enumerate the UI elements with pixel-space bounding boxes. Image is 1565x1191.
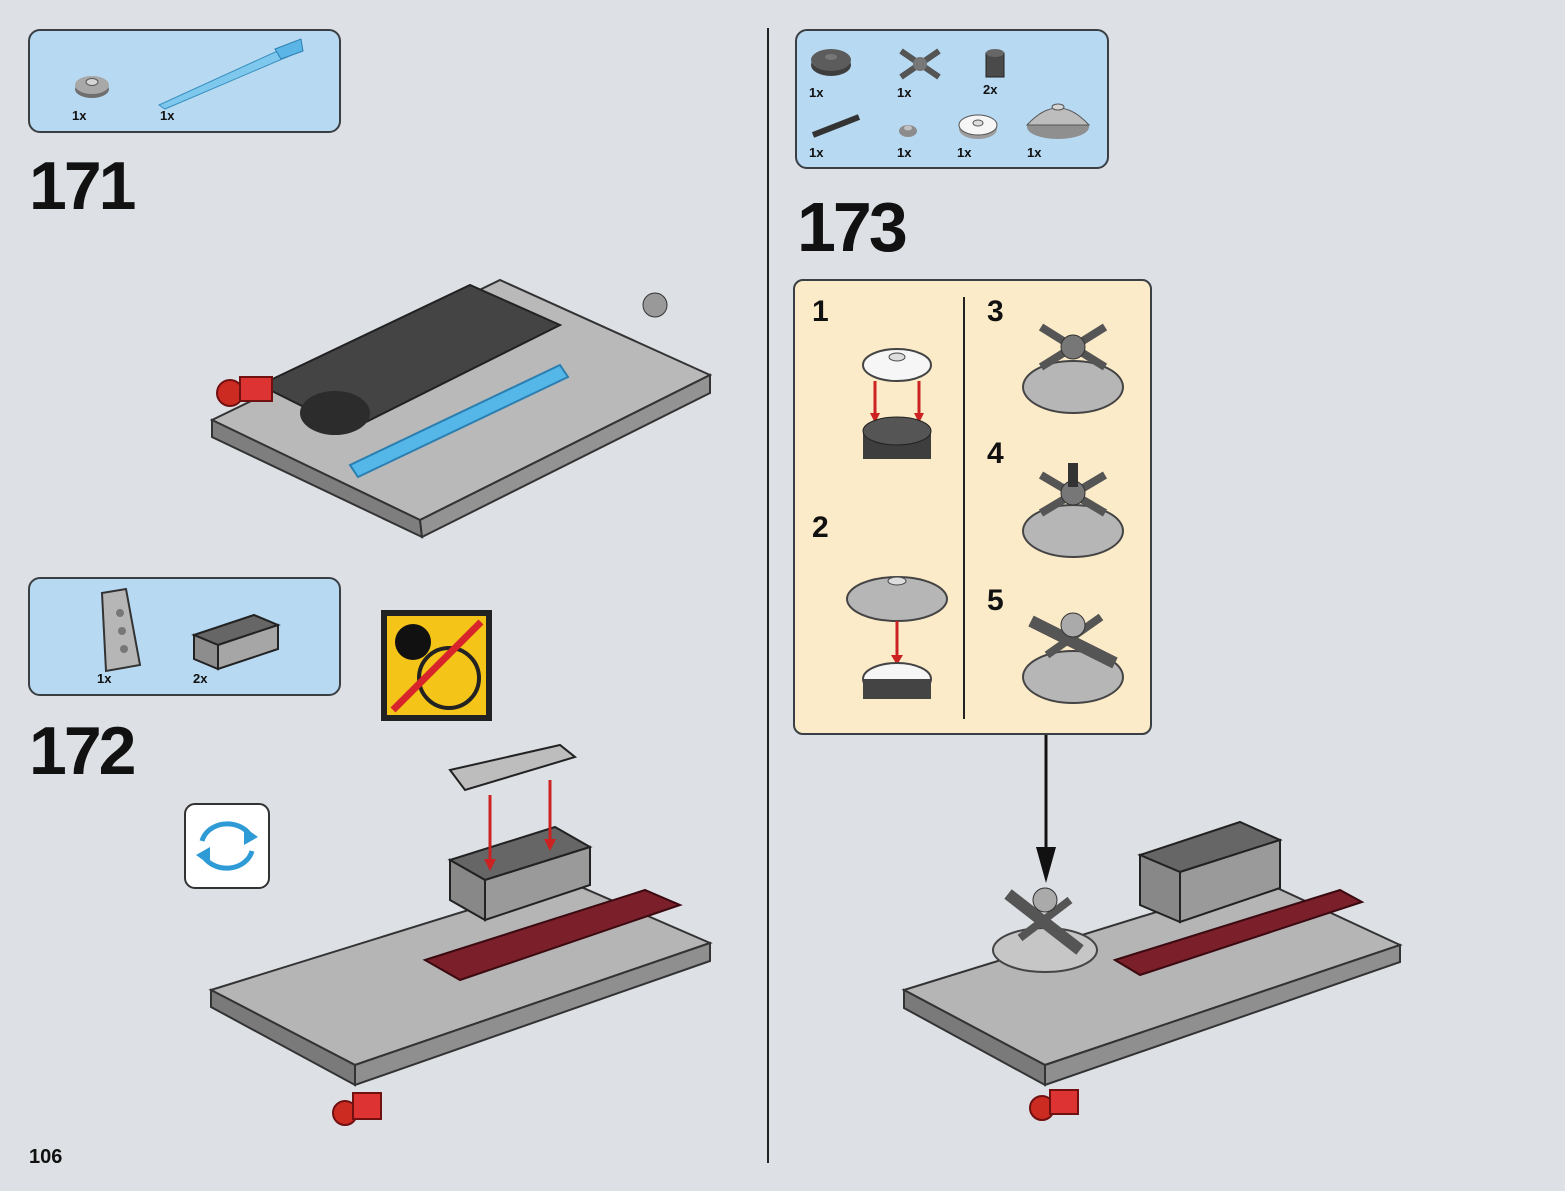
substep-4-illustration	[1021, 461, 1125, 567]
wedge-plate-icon	[96, 589, 144, 673]
round-plate-icon	[72, 71, 112, 101]
warning-icon	[379, 608, 494, 723]
part-qty: 2x	[193, 671, 207, 686]
model-illustration-step-171	[200, 265, 712, 537]
cross-connector-icon	[897, 45, 943, 83]
part-qty: 1x	[897, 145, 911, 160]
part-qty: 1x	[160, 108, 174, 123]
column-divider	[767, 28, 769, 1163]
step-number: 171	[29, 147, 133, 225]
parts-list-step-172: 1x 2x	[28, 577, 341, 696]
substep-2-illustration	[845, 569, 949, 711]
model-illustration-step-172	[205, 735, 715, 1140]
substep-1-illustration	[857, 345, 937, 465]
dish-icon	[1025, 97, 1091, 141]
substep-number: 2	[812, 511, 829, 545]
substep-number: 1	[812, 295, 829, 329]
bar-icon	[811, 113, 861, 139]
part-qty: 1x	[897, 85, 911, 100]
lightsaber-blade-icon	[155, 37, 305, 109]
part-qty: 1x	[1027, 145, 1041, 160]
part-qty: 1x	[809, 85, 823, 100]
substep-3-illustration	[1021, 317, 1125, 423]
round-brick-icon	[983, 45, 1007, 81]
substep-divider	[963, 297, 965, 719]
substep-number: 3	[987, 295, 1004, 329]
substep-number: 4	[987, 437, 1004, 471]
model-illustration-step-173	[900, 810, 1405, 1140]
round-plate-small-icon	[897, 121, 919, 139]
part-qty: 1x	[809, 145, 823, 160]
page-number: 106	[29, 1146, 62, 1169]
part-qty: 1x	[957, 145, 971, 160]
parts-list-step-171: 1x 1x	[28, 29, 341, 133]
step-number: 173	[797, 187, 905, 267]
part-qty: 2x	[983, 82, 997, 97]
substep-box: 1 2 3 4 5	[793, 279, 1152, 735]
step-number: 172	[29, 712, 133, 790]
part-qty: 1x	[97, 671, 111, 686]
substep-5-illustration	[1021, 603, 1125, 713]
brick-icon	[190, 615, 282, 671]
part-qty: 1x	[72, 108, 86, 123]
parts-list-step-173: 1x 1x 2x 1x 1x 1x 1x	[795, 29, 1109, 169]
round-plate-icon	[809, 45, 853, 79]
round-tile-icon	[957, 111, 999, 141]
substep-number: 5	[987, 584, 1004, 618]
